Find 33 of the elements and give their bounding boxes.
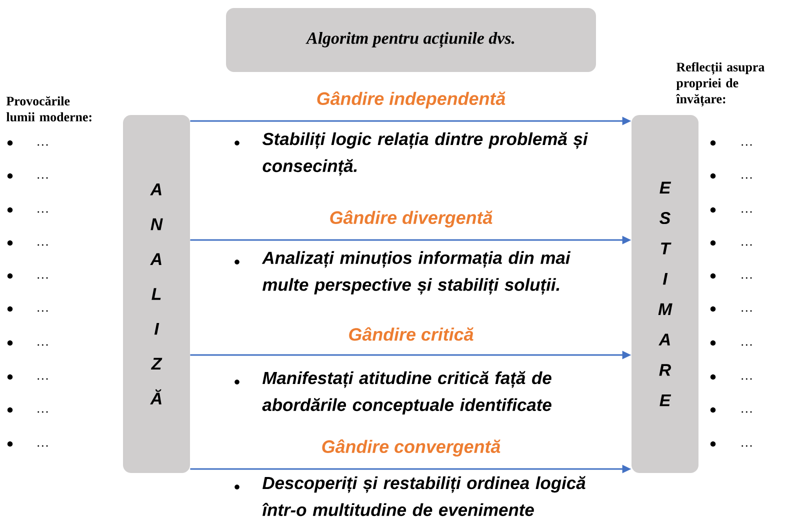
bullet-item: … [7, 273, 48, 279]
bullet-item: … [7, 173, 48, 179]
bullet-item: … [7, 374, 48, 380]
bullet-item: … [7, 240, 48, 246]
bullet-item: … [7, 207, 48, 213]
column-heading: Provocările lumii moderne: [6, 96, 92, 122]
edge-label: Gândire independentă [317, 91, 506, 109]
bullet-item: … [710, 340, 752, 346]
bullet-item: … [710, 273, 752, 279]
bullet-item: … [7, 306, 48, 312]
bullet-item: … [710, 173, 752, 179]
bullet-item: … [710, 441, 752, 447]
column-heading: Reflecții asupra propriei de învățare: [676, 62, 764, 106]
bullet-item: Analizați minuțios informația din mai multe perspective și stabiliți soluții. [234, 251, 571, 295]
bullet-item: … [7, 407, 48, 413]
stage-bar: E S T I M A R E [632, 115, 698, 473]
bullet-item: Descoperiți și restabiliți ordinea logică într-o multitudine de evenimente [234, 476, 586, 516]
bullet-item: … [710, 407, 752, 413]
stage-bar: A N A L I Z Ă [123, 115, 190, 473]
bullet-item: … [7, 340, 48, 346]
bullet-item: … [7, 140, 48, 146]
bullet-item: Manifestați atitudine critică față de abordările conceptuale identificate [234, 371, 552, 415]
title-box: Algoritm pentru acțiunile dvs. [226, 8, 596, 72]
bullet-item: … [710, 140, 752, 146]
bullet-item: … [7, 441, 48, 447]
edge-label: Gândire divergentă [330, 210, 492, 228]
bullet-item: … [710, 207, 752, 213]
edge-label: Gândire critică [349, 327, 474, 341]
bullet-item: … [710, 374, 752, 380]
bullet-item: … [710, 306, 752, 312]
bullet-item: Stabiliți logic relația dintre problemă și consecință. [234, 132, 588, 176]
bullet-item: … [710, 240, 752, 246]
edge-label: Gândire convergentă [322, 439, 500, 457]
